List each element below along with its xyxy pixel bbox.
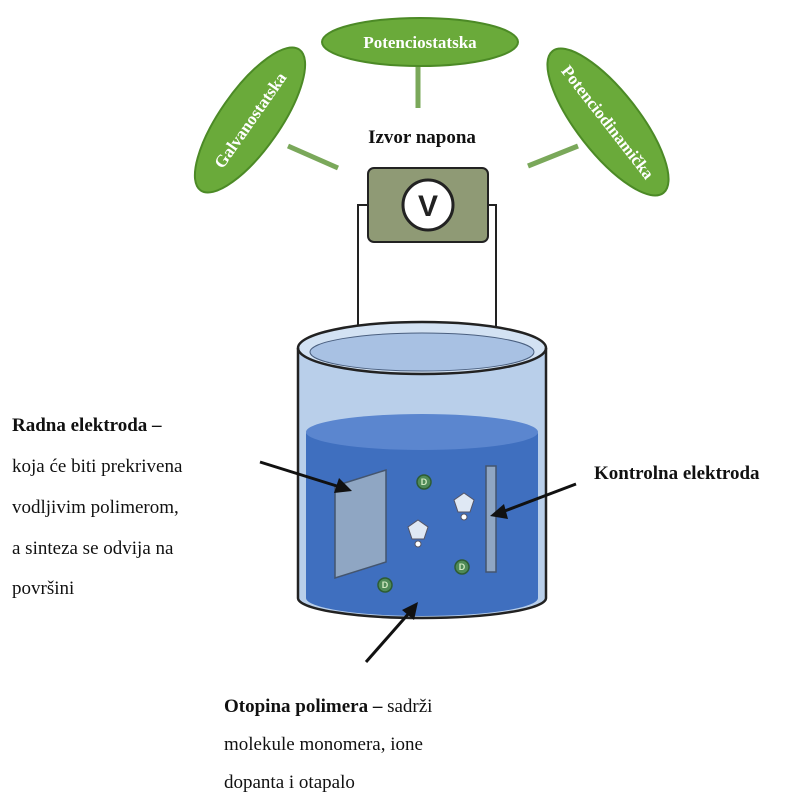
monomer-molecule [407,519,429,548]
solution-line3: dopanta i otapalo [224,772,355,793]
voltage-source: V [367,167,489,243]
working-electrode-line1: koja će biti prekrivena [12,456,183,477]
dopant-ion: D [416,474,432,490]
source-label: Izvor napona [368,127,476,148]
leaf-top: Potenciostatska [321,17,519,67]
dopant-ion: D [454,559,470,575]
svg-text:D: D [382,580,389,590]
working-electrode-plate [334,468,387,580]
stem-left [286,143,340,171]
voltmeter-icon [401,178,455,232]
control-electrode-rod [485,465,497,573]
working-electrode-line4: površini [12,578,74,599]
solution-title: Otopina polimera – [224,696,383,717]
monomer-molecule [453,492,475,521]
solution-line1: Otopina polimera – sadrži [224,696,432,717]
solution-line2: molekule monomera, ione [224,734,423,755]
solution-title-rest: sadrži [382,696,432,717]
voltmeter-symbol: V [418,190,438,223]
arrow-solution [364,602,418,663]
working-electrode-line2: vodljivim polimerom, [12,497,179,518]
svg-text:D: D [459,562,466,572]
working-electrode-title: Radna elektroda – [12,415,162,436]
leaf-right: Potenciodinamička [546,47,670,197]
control-electrode-title: Kontrolna elektroda [594,463,760,484]
dopant-ion: D [377,577,393,593]
stem-right [527,143,579,169]
leaf-left: Galvanostatska [193,46,307,194]
arrow-control-electrode [490,482,577,519]
svg-text:D: D [421,477,428,487]
arrow-working-electrode [259,460,352,493]
water-surface [306,414,538,450]
method-top-label: Potenciostatska [363,33,477,52]
working-electrode-line3: a sinteza se odvija na [12,538,174,559]
